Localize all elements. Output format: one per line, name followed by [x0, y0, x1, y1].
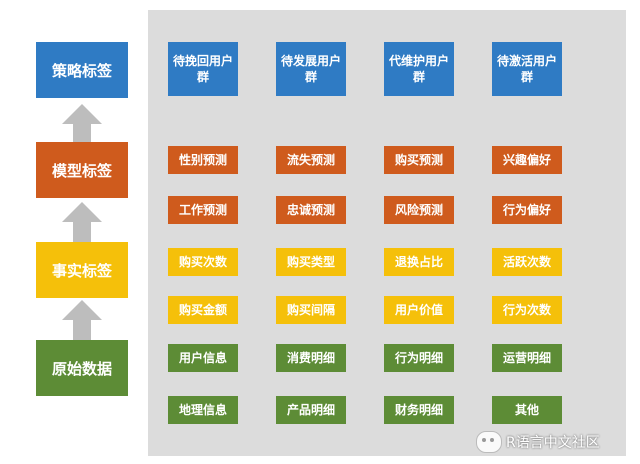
model-tile: 性别预测 — [168, 146, 238, 174]
raw-data-tile: 产品明细 — [276, 396, 346, 424]
model-label-box: 模型标签 — [36, 142, 128, 198]
model-tile-text: 购买预测 — [394, 153, 443, 167]
fact-tile: 行为次数 — [492, 296, 562, 324]
up-arrow-icon — [62, 300, 102, 340]
strategy-tile: 待激活用户群 — [492, 42, 562, 96]
fact-tile: 购买类型 — [276, 248, 346, 276]
model-tile-text: 风险预测 — [394, 203, 443, 217]
strategy-label-text: 策略标签 — [51, 61, 112, 80]
strategy-tile-text: 代维护用户群 — [388, 54, 449, 84]
watermark: R语言中文社区 — [476, 424, 636, 460]
model-tile: 忠诚预测 — [276, 196, 346, 224]
model-tile-text: 行为偏好 — [502, 203, 551, 217]
strategy-tile: 待挽回用户群 — [168, 42, 238, 96]
raw-data-tile-text: 财务明细 — [394, 403, 443, 417]
model-tile: 兴趣偏好 — [492, 146, 562, 174]
model-label-text: 模型标签 — [51, 161, 112, 180]
raw-data-tile-text: 用户信息 — [178, 351, 227, 365]
fact-tile-text: 用户价值 — [394, 303, 443, 317]
model-tile-text: 性别预测 — [178, 153, 227, 167]
strategy-tile-text: 待发展用户群 — [280, 54, 341, 84]
fact-tile-text: 活跃次数 — [502, 255, 551, 269]
fact-tile: 活跃次数 — [492, 248, 562, 276]
raw-data-tile-text: 运营明细 — [502, 351, 551, 365]
raw-data-tile-text: 消费明细 — [286, 351, 335, 365]
fact-tile: 购买次数 — [168, 248, 238, 276]
strategy-label-box: 策略标签 — [36, 42, 128, 98]
wechat-logo-icon — [476, 431, 502, 453]
strategy-tile-text: 待激活用户群 — [496, 54, 557, 84]
raw-data-tile: 地理信息 — [168, 396, 238, 424]
model-tile-text: 兴趣偏好 — [502, 153, 551, 167]
raw-data-label-box: 原始数据 — [36, 340, 128, 396]
fact-label-box: 事实标签 — [36, 242, 128, 298]
model-tile: 风险预测 — [384, 196, 454, 224]
model-tile: 流失预测 — [276, 146, 346, 174]
model-tile-text: 工作预测 — [178, 203, 227, 217]
raw-data-tile-text: 行为明细 — [394, 351, 443, 365]
model-tile-text: 流失预测 — [286, 153, 335, 167]
fact-label-text: 事实标签 — [51, 261, 112, 280]
model-tile: 购买预测 — [384, 146, 454, 174]
fact-tile: 购买间隔 — [276, 296, 346, 324]
up-arrow-icon — [62, 104, 102, 144]
model-tile: 行为偏好 — [492, 196, 562, 224]
fact-tile-text: 购买类型 — [286, 255, 335, 269]
strategy-tile: 代维护用户群 — [384, 42, 454, 96]
raw-data-tile: 财务明细 — [384, 396, 454, 424]
watermark-text: R语言中文社区 — [506, 435, 600, 451]
fact-tile-text: 购买次数 — [178, 255, 227, 269]
raw-data-tile: 行为明细 — [384, 344, 454, 372]
up-arrow-icon — [62, 202, 102, 242]
model-tile-text: 忠诚预测 — [286, 203, 335, 217]
raw-data-tile: 其他 — [492, 396, 562, 424]
fact-tile-text: 行为次数 — [502, 303, 551, 317]
raw-data-tile-text: 其他 — [514, 403, 539, 417]
fact-tile: 购买金额 — [168, 296, 238, 324]
strategy-tile: 待发展用户群 — [276, 42, 346, 96]
raw-data-tile: 运营明细 — [492, 344, 562, 372]
fact-tile-text: 退换占比 — [394, 255, 443, 269]
raw-data-tile-text: 产品明细 — [286, 403, 335, 417]
raw-data-tile: 用户信息 — [168, 344, 238, 372]
raw-data-tile: 消费明细 — [276, 344, 346, 372]
raw-data-label-text: 原始数据 — [51, 359, 112, 378]
fact-tile-text: 购买间隔 — [286, 303, 335, 317]
fact-tile: 用户价值 — [384, 296, 454, 324]
fact-tile: 退换占比 — [384, 248, 454, 276]
raw-data-tile-text: 地理信息 — [178, 403, 227, 417]
strategy-tile-text: 待挽回用户群 — [172, 54, 233, 84]
fact-tile-text: 购买金额 — [178, 303, 227, 317]
model-tile: 工作预测 — [168, 196, 238, 224]
